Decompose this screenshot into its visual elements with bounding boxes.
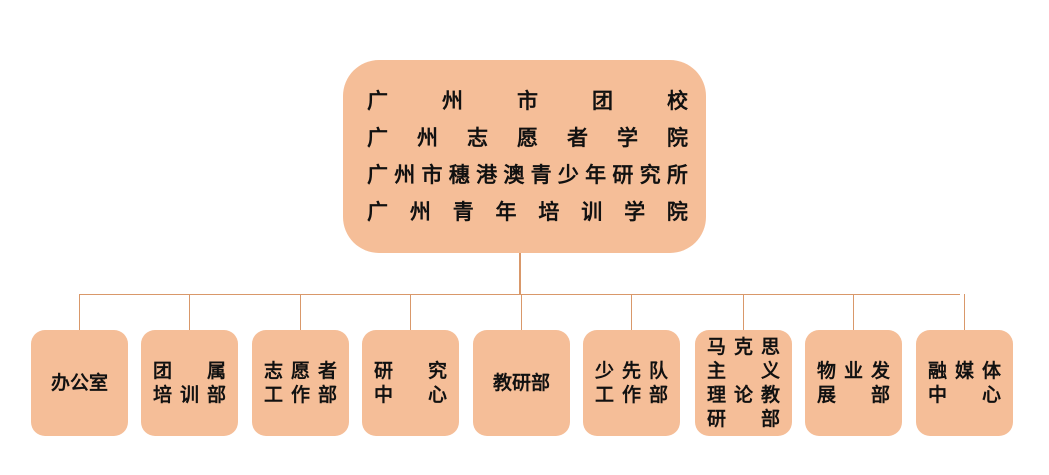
department-node: 教研部 (473, 330, 570, 436)
department-label-line: 办公室 (50, 372, 109, 394)
department-node: 少先队工作部 (583, 330, 680, 436)
department-label-line: 培训部 (153, 384, 226, 406)
department-label-line: 融媒体 (928, 360, 1001, 382)
department-label-line: 工作部 (595, 384, 668, 406)
department-label-line: 展部 (817, 384, 890, 406)
department-connector (79, 294, 80, 330)
root-line: 广州志愿者学院 (367, 125, 688, 150)
department-label-line: 主义 (707, 360, 780, 382)
department-connector (631, 294, 632, 330)
department-label-line: 研部 (707, 408, 780, 430)
department-node: 马克思主义理论教研部 (695, 330, 792, 436)
department-label-line: 团属 (153, 360, 226, 382)
root-line: 广州市穗港澳青少年研究所 (367, 162, 688, 187)
department-label-line: 马克思 (707, 336, 780, 358)
department-node: 物业发展部 (805, 330, 902, 436)
department-label-line: 中心 (374, 384, 447, 406)
root-connector (519, 253, 521, 295)
department-label-line: 教研部 (492, 372, 551, 394)
department-connector (189, 294, 190, 330)
department-connector (521, 294, 522, 330)
department-connector (853, 294, 854, 330)
horizontal-bus (80, 294, 960, 295)
department-node: 办公室 (31, 330, 128, 436)
department-label-line: 物业发 (817, 360, 890, 382)
department-connector (410, 294, 411, 330)
department-node: 研究中心 (362, 330, 459, 436)
department-label-line: 研究 (374, 360, 447, 382)
department-connector (743, 294, 744, 330)
department-label-line: 少先队 (595, 360, 668, 382)
department-node: 志愿者工作部 (252, 330, 349, 436)
department-label-line: 志愿者 (264, 360, 337, 382)
root-line: 广州青年培训学院 (367, 199, 688, 224)
root-line: 广州市团校 (367, 88, 688, 113)
department-node: 团属培训部 (141, 330, 238, 436)
department-connector (300, 294, 301, 330)
department-label-line: 工作部 (264, 384, 337, 406)
department-label-line: 中心 (928, 384, 1001, 406)
department-connector (964, 294, 965, 330)
root-node: 广州市团校 广州志愿者学院 广州市穗港澳青少年研究所 广州青年培训学院 (343, 60, 706, 253)
department-node: 融媒体中心 (916, 330, 1013, 436)
department-label-line: 理论教 (707, 384, 780, 406)
